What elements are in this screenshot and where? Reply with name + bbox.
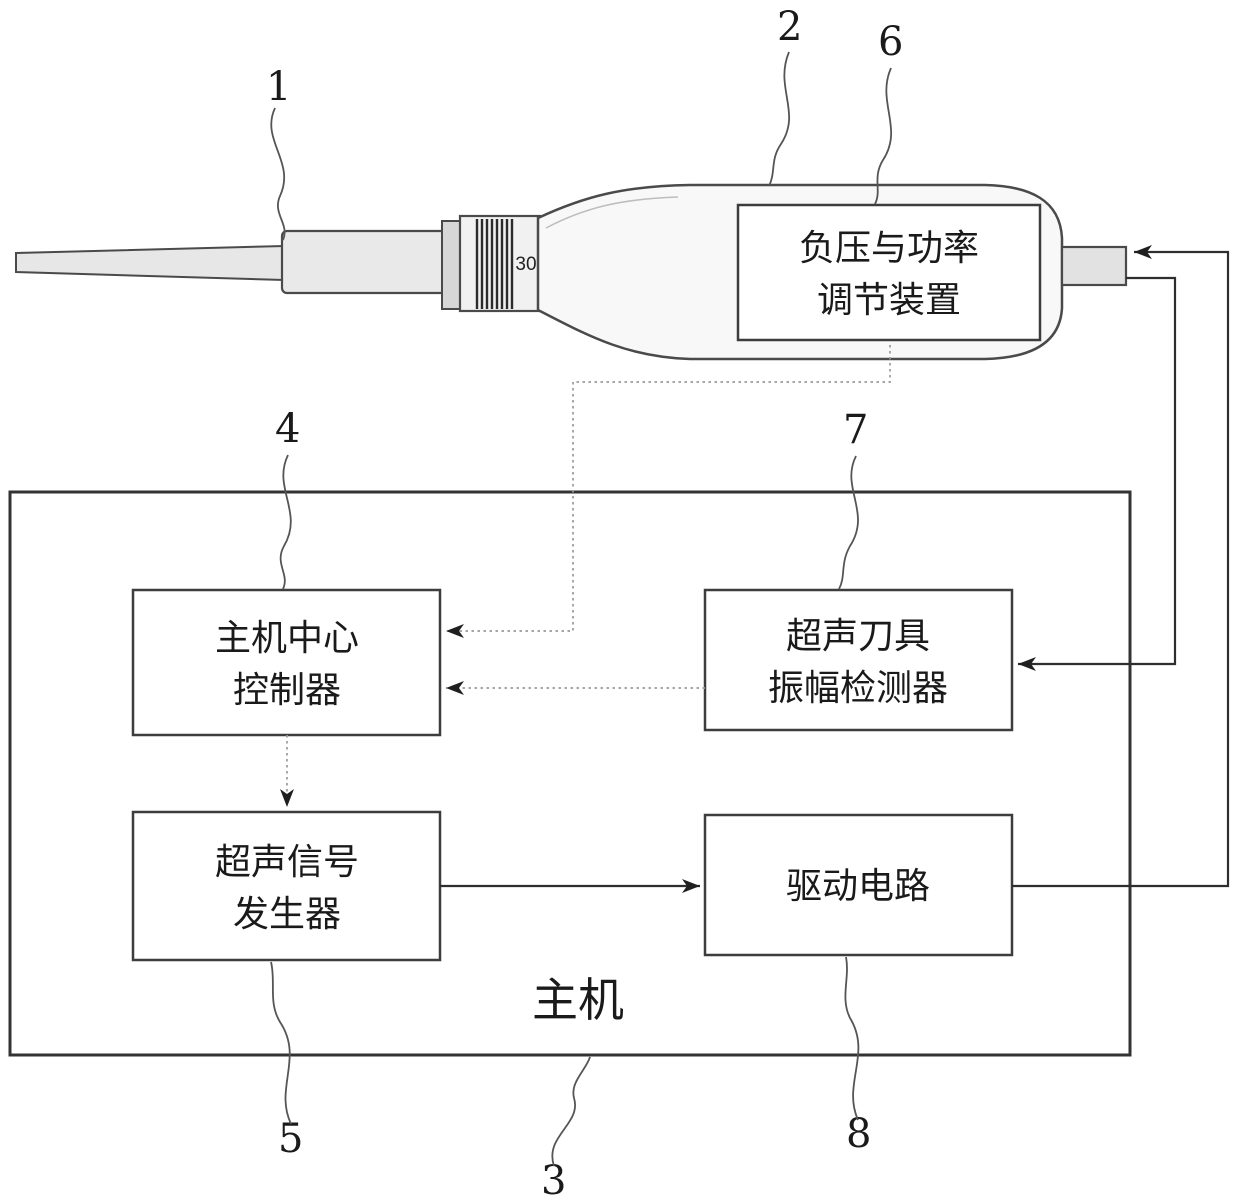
signal-generator-label-line2: 发生器 [233,893,341,934]
leader-line-3 [551,1056,591,1167]
leader-line-4 [279,454,292,590]
threaded-collar [458,214,542,313]
leader-line-7 [838,455,859,590]
ref-numeral-7: 7 [843,407,868,453]
pressure-power-box [736,203,1042,342]
connection-pressure-to-controller [446,345,891,638]
controller-label-line1: 主机中心 [215,617,359,658]
controller-label-line2: 控制器 [233,669,341,710]
ref-numeral-1: 1 [266,64,291,110]
probe-shaft [15,244,285,282]
horn-section [280,229,448,295]
collar-marking: 30 [515,254,536,275]
leader-line-1 [270,107,286,241]
amplitude-detector-label-line1: 超声刀具 [786,615,930,656]
pressure-power-label-line2: 调节装置 [817,279,961,320]
ref-numeral-2: 2 [777,4,802,50]
controller-box [131,588,442,737]
leader-line-8 [844,956,860,1121]
rear-outlet [1060,245,1128,287]
leader-line-6 [874,67,893,205]
body-inner-contour [545,196,679,229]
thread-lines [475,219,514,309]
signal-generator-label-line1: 超声信号 [215,841,359,882]
drive-circuit-box [703,813,1014,957]
host-enclosure-box [8,490,1132,1057]
host-label: 主机 [532,974,624,1026]
leader-line-2 [768,51,791,187]
amplitude-detector-label-line2: 振幅检测器 [768,667,948,708]
amplitude-detector-box [703,588,1014,732]
handpiece-drawing: 30 负压与功率 调节装置 [15,183,1128,361]
leader-line-5 [270,961,292,1125]
collar-ring [441,220,461,310]
signal-generator-box [131,810,442,962]
connection-drive-to-handpiece [1012,245,1230,888]
ref-numeral-8: 8 [846,1111,871,1157]
drive-circuit-label: 驱动电路 [786,865,930,906]
connection-handpiece-to-detector [1018,276,1177,671]
ref-numeral-4: 4 [275,406,300,452]
pressure-power-label-line1: 负压与功率 [799,227,979,268]
ref-numeral-6: 6 [878,19,903,65]
